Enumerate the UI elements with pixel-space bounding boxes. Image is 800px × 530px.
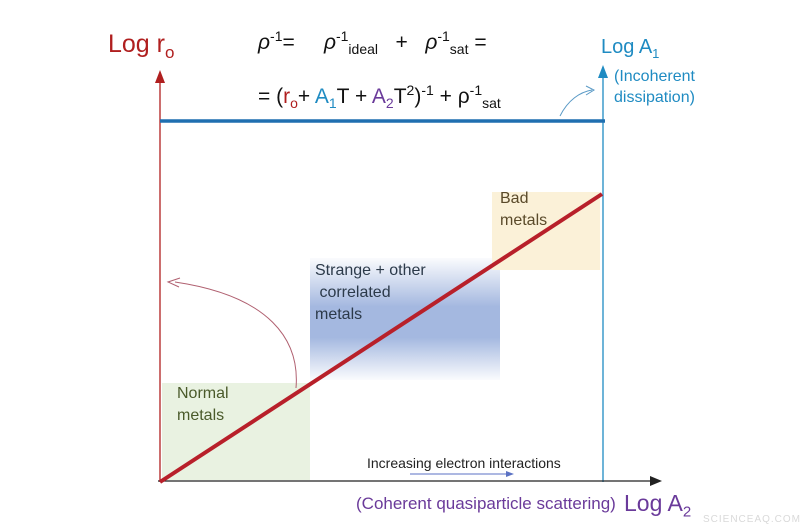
blue-curved-arrow	[559, 89, 593, 117]
left-axis-arrowhead	[155, 70, 165, 83]
bad-metals-label: Bad metals	[500, 190, 548, 229]
equation-line-1: ρ-1= ρ-1ideal + ρ-1sat =	[258, 28, 487, 58]
bottom-axis-label: Log A2	[624, 490, 692, 521]
right-axis-arrowhead	[598, 65, 608, 78]
right-axis-label: Log A1	[601, 36, 660, 61]
equation-line-2: = (ro+ A1T + A2T2)-1 + ρ-1sat	[258, 82, 501, 112]
resistivity-trend-line	[158, 192, 604, 484]
interactions-label: Increasing electron interactions	[367, 455, 561, 471]
bottom-axis-arrowhead	[650, 476, 662, 486]
right-axis-note: (Incoherent dissipation)	[614, 68, 695, 106]
red-curved-arrowhead	[166, 277, 181, 288]
bottom-axis-note: (Coherent quasiparticle scattering)	[356, 494, 616, 513]
interactions-arrowhead	[506, 471, 514, 477]
left-axis-label: Log ro	[108, 30, 175, 62]
blue-curved-arrowhead	[585, 85, 596, 96]
watermark: SCIENCEAQ.COM	[703, 514, 800, 525]
strange-metals-region	[310, 258, 500, 380]
red-curved-arrow	[174, 281, 297, 389]
normal-metals-label: Normal metals	[177, 385, 229, 424]
strange-metals-label: Strange + other correlated metals	[315, 262, 426, 323]
